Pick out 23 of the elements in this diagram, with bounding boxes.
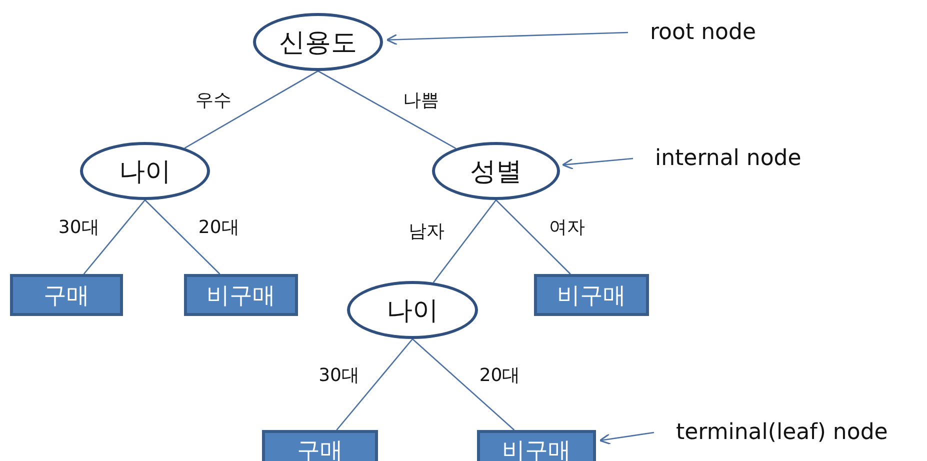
leaf-box: 구매 [262,430,378,461]
pointer-arrow [599,432,654,445]
annotation-text: terminal(leaf) node [676,420,888,445]
decision-ellipse: 신용도 [253,13,383,71]
decision-ellipse: 성별 [432,142,560,200]
branch-line [412,338,515,430]
pointer-arrow [562,158,634,170]
leaf-box: 구매 [10,274,123,316]
pointer-arrow [386,32,628,46]
branch-line [318,70,456,149]
branch-line [83,200,146,274]
branch-line [336,338,413,430]
annotation-text: internal node [655,146,802,171]
decision-ellipse: 나이 [347,281,478,339]
leaf-box: 비구매 [477,430,596,461]
branch-line [184,70,318,149]
decision-ellipse: 나이 [80,142,210,200]
leaf-box: 비구매 [534,274,649,316]
branch-line [496,200,571,274]
branch-line [144,200,220,274]
leaf-box: 비구매 [184,274,298,316]
branch-line [432,200,497,283]
annotation-text: root node [650,20,756,45]
